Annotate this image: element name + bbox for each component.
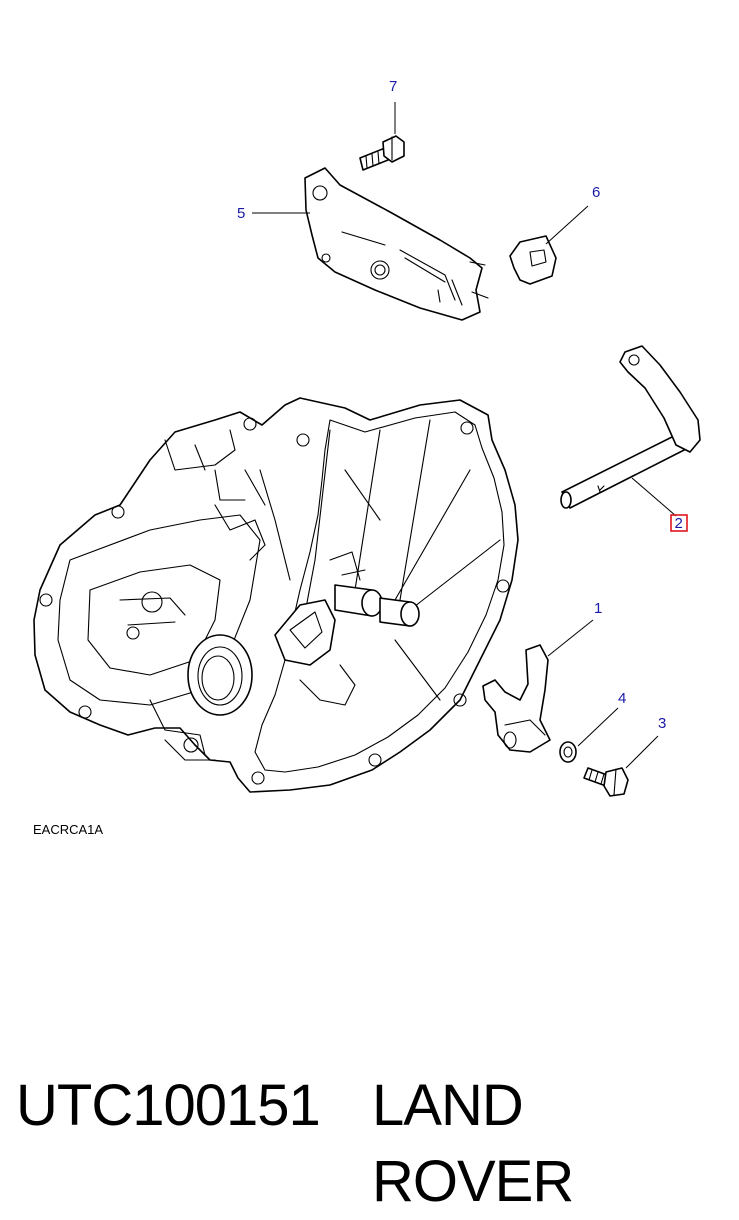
- callout-6: 6: [592, 184, 600, 201]
- leader-lines: [252, 102, 677, 769]
- part-number: UTC100151: [16, 1073, 321, 1138]
- callout-2-highlight: [670, 514, 688, 532]
- callout-4: 4: [618, 690, 626, 707]
- caption-bar: [0, 998, 739, 1197]
- bolt-part-7: [359, 135, 405, 171]
- shaft-part-2: [560, 345, 701, 509]
- diagram-drawing: 7 5 6 2 1 4 3 EACRCA1A: [33, 78, 701, 837]
- clip-part-6: [509, 235, 557, 285]
- bracket-part-5: [304, 167, 489, 321]
- callout-7: 7: [389, 78, 397, 95]
- callout-3: 3: [658, 715, 666, 732]
- parts-diagram: 7 5 6 2 1 4 3 EACRCA1A: [33, 78, 701, 837]
- drawing-code: EACRCA1A: [33, 822, 103, 837]
- brand-name: LAND ROVER: [372, 1073, 574, 1214]
- callout-5: 5: [237, 205, 245, 222]
- fork-part-1: [482, 644, 551, 753]
- gearbox-housing: [33, 397, 519, 793]
- washer-part-4: [559, 741, 577, 763]
- callout-1: 1: [594, 600, 602, 617]
- bolt-part-3: [583, 767, 629, 797]
- callout-2: 2: [675, 515, 683, 532]
